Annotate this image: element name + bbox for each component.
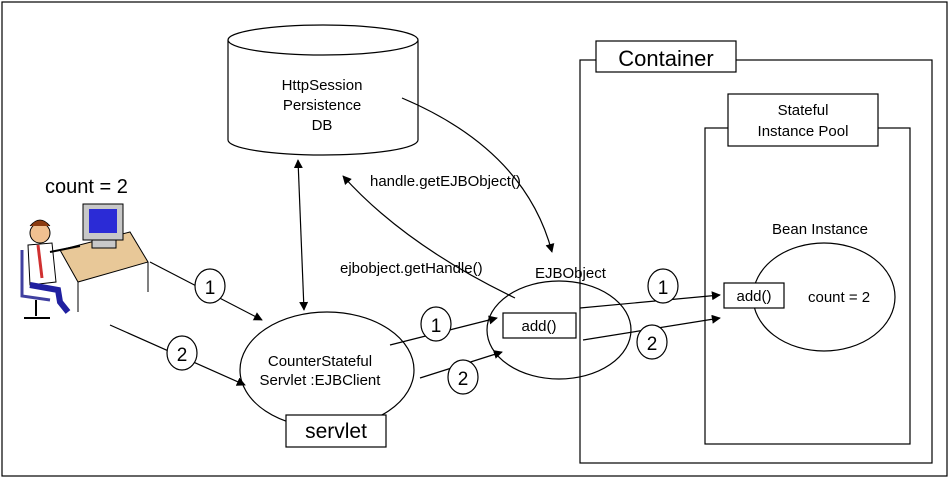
step-marker-client-2: 2 (166, 335, 198, 371)
bean-add-method: add() (736, 288, 771, 305)
ejbobject-label: EJBObject (535, 265, 607, 282)
user-at-computer-icon (20, 203, 149, 319)
pool-label-line2: Instance Pool (758, 123, 849, 140)
svg-text:2: 2 (458, 369, 469, 390)
step-marker-servlet-1: 1 (420, 306, 452, 342)
bean-count: count = 2 (808, 289, 870, 306)
get-handle-arrow (342, 175, 516, 299)
client-count: count = 2 (45, 176, 128, 198)
db-label-line3: DB (312, 117, 333, 134)
pool-label-box (727, 93, 879, 147)
get-ejbobject-arrow (401, 97, 555, 253)
container-label-box (595, 40, 737, 73)
servlet-label-line2: Servlet :EJBClient (260, 372, 382, 389)
ejbobject-ellipse (486, 280, 632, 380)
servlet-label-line1: CounterStateful (268, 353, 372, 370)
ejbobject-add-method: add() (521, 318, 556, 335)
bean-instance-label: Bean Instance (772, 221, 868, 238)
step-marker-ejb-1: 1 (647, 268, 679, 304)
db-label-line1: HttpSession (282, 77, 363, 94)
ejbobject-add-method-box (502, 312, 577, 339)
pool-label-line1: Stateful (778, 102, 829, 119)
svg-text:2: 2 (177, 345, 188, 366)
get-ejbobject-call: handle.getEJBObject() (370, 173, 521, 190)
step-marker-servlet-2: 2 (447, 359, 479, 395)
container-label: Container (618, 46, 713, 71)
step-marker-ejb-2: 2 (636, 324, 668, 360)
svg-text:1: 1 (431, 316, 442, 337)
get-handle-call: ejbobject.getHandle() (340, 260, 483, 277)
svg-text:1: 1 (658, 278, 669, 299)
servlet-label: servlet (305, 420, 367, 443)
ejb-bean-1-arrow (579, 291, 721, 309)
db-cylinder (227, 24, 419, 156)
bean-add-method-box (723, 282, 785, 309)
svg-text:2: 2 (647, 334, 658, 355)
step-marker-client-1: 1 (194, 268, 226, 304)
db-label-line2: Persistence (283, 97, 361, 114)
svg-text:1: 1 (205, 278, 216, 299)
servlet-label-box (285, 414, 387, 448)
db-servlet-arrow (293, 159, 309, 311)
